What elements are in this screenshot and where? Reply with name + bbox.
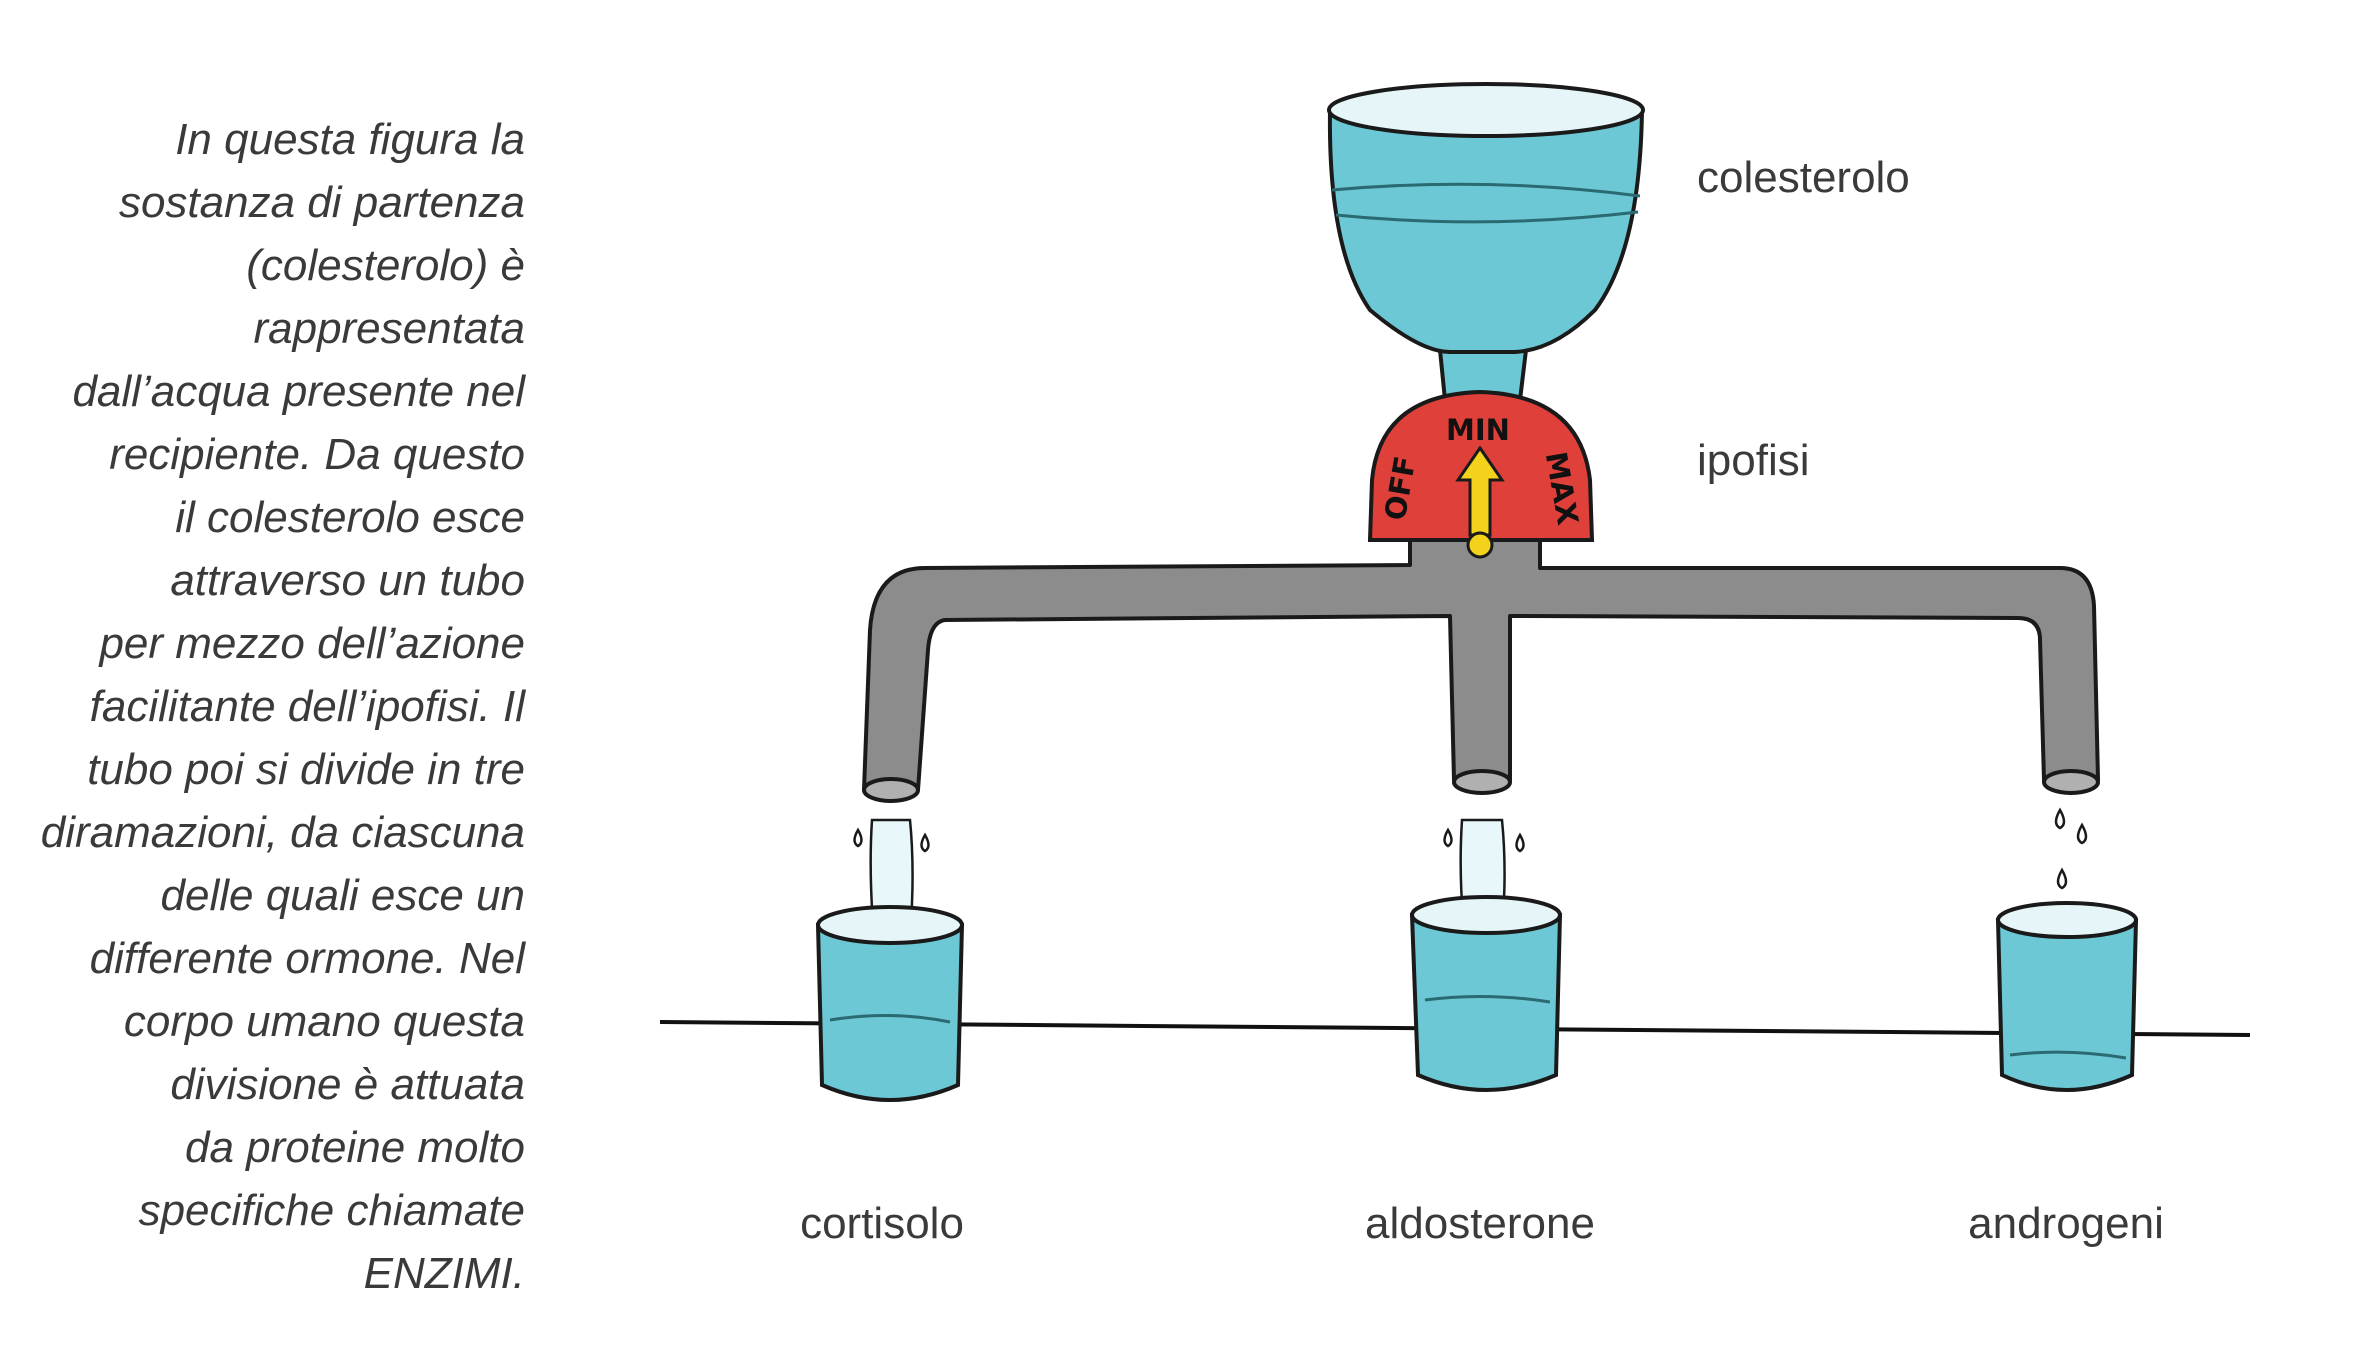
- drop-icon: [1443, 827, 1453, 848]
- dial-label-min: MIN: [1446, 413, 1510, 447]
- beaker-rim: [1996, 901, 2138, 939]
- beaker-androgeni: [1995, 901, 2139, 1092]
- caption-line: differente ormone. Nel: [89, 934, 525, 983]
- label-androgeni: androgeni: [1968, 1199, 2164, 1248]
- water-streams: [869, 818, 1506, 962]
- caption-line: specifiche chiamate: [138, 1186, 525, 1235]
- label-aldosterone: aldosterone: [1365, 1199, 1595, 1248]
- caption-line: attraverso un tubo: [170, 556, 525, 605]
- water-line: [1424, 994, 1551, 1004]
- caption-line: sostanza di partenza: [118, 178, 525, 227]
- drop-icon: [2076, 822, 2088, 845]
- caption-line: per mezzo dell’azione: [99, 619, 525, 668]
- caption-line: il colesterolo esce: [175, 493, 525, 542]
- label-cortisolo: cortisolo: [800, 1199, 964, 1248]
- water-line: [2009, 1050, 2127, 1060]
- pipe-outlet-left: [862, 777, 920, 803]
- label-ipofisi: ipofisi: [1697, 436, 1810, 485]
- pituitary-dial: MIN OFF MAX: [1367, 389, 1595, 559]
- dial-pivot: [1466, 531, 1494, 559]
- drop-icon: [2056, 867, 2068, 890]
- water-line: [1331, 182, 1641, 198]
- beaker-rim: [1410, 895, 1562, 935]
- drop-icon: [920, 832, 930, 853]
- water-line: [829, 1013, 951, 1024]
- caption-text: In questa figura la sostanza di partenza…: [20, 108, 525, 1305]
- beaker-body: [1409, 913, 1563, 1092]
- caption-line: dall’acqua presente nel: [72, 367, 525, 416]
- drop-icon: [2054, 807, 2066, 830]
- water-line: [1335, 210, 1639, 224]
- beaker-cortisolo: [815, 905, 965, 1102]
- caption-line: tubo poi si divide in tre: [87, 745, 525, 794]
- caption-line: corpo umano questa: [123, 997, 525, 1046]
- cholesterol-reservoir: [1327, 82, 1645, 402]
- beaker-body: [815, 923, 965, 1102]
- caption-line: In questa figura la: [175, 115, 525, 164]
- caption-line: rappresentata: [253, 304, 525, 353]
- beaker-aldosterone: [1409, 895, 1563, 1092]
- pipe-network: [862, 538, 2100, 803]
- beaker-body: [1995, 918, 2139, 1092]
- caption-line: facilitante dell’ipofisi. Il: [89, 682, 525, 731]
- caption-line: diramazioni, da ciascuna: [40, 808, 525, 857]
- reservoir-body: [1327, 108, 1645, 354]
- caption-line: recipiente. Da questo: [109, 430, 525, 479]
- reservoir-rim: [1327, 82, 1645, 138]
- drop-icon: [853, 827, 863, 848]
- caption-line: delle quali esce un: [160, 871, 525, 920]
- drop-icon: [1515, 832, 1525, 853]
- caption-line: divisione è attuata: [170, 1060, 525, 1109]
- pipe-main: [862, 538, 2100, 792]
- caption-line: da proteine molto: [185, 1123, 525, 1172]
- label-colesterolo: colesterolo: [1697, 153, 1910, 202]
- beaker-rim: [816, 905, 964, 945]
- caption-line: ENZIMI.: [363, 1249, 525, 1298]
- pipe-outlet-right: [2042, 769, 2100, 795]
- pipe-outlet-center: [1452, 769, 1512, 795]
- caption-line: (colesterolo) è: [246, 241, 525, 290]
